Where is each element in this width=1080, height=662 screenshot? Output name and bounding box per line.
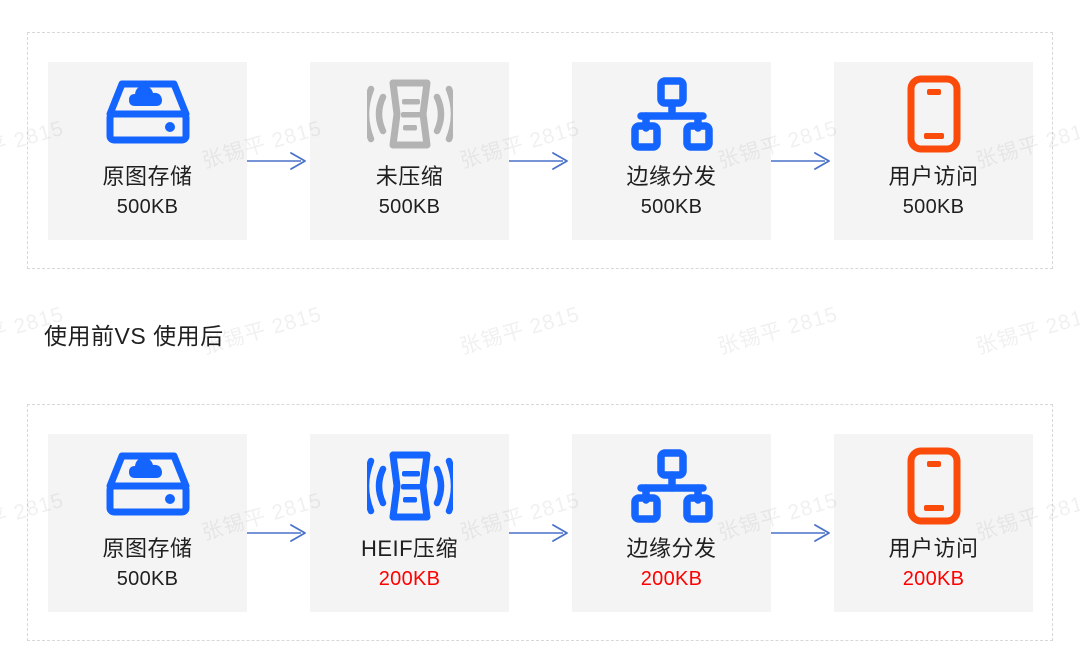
stage-card-before-1: 未压缩 500KB (310, 62, 509, 240)
stage-title: 边缘分发 (626, 536, 717, 561)
stage-card-before-0: 原图存储 500KB (48, 62, 247, 240)
stage-card-after-0: 原图存储 500KB (48, 434, 247, 612)
stage-size: 500KB (902, 196, 965, 218)
stage-title: 边缘分发 (626, 164, 717, 189)
compression-document-icon (366, 66, 453, 162)
stage-size: 500KB (116, 196, 179, 218)
flow-arrow (771, 150, 833, 172)
stage-size: 200KB (378, 568, 441, 590)
stage-card-before-2: 边缘分发 500KB (572, 62, 771, 240)
stage-title: 原图存储 (102, 536, 193, 561)
stage-size: 200KB (902, 568, 965, 590)
stage-card-after-3: 用户访问 200KB (834, 434, 1033, 612)
flow-panel-before: 原图存储 500KB 未压缩 500KB 边缘分发 500KB (27, 32, 1053, 269)
flow-arrow (247, 150, 309, 172)
flow-panel-after: 原图存储 500KB HEIF压缩 200KB 边缘分发 200KB (27, 404, 1053, 641)
stage-title: 用户访问 (888, 536, 979, 561)
flow-arrow (247, 522, 309, 544)
compression-document-icon (366, 438, 453, 534)
network-distribution-icon (629, 66, 715, 162)
comparison-caption: 使用前VS 使用后 (44, 323, 224, 349)
stage-title: 未压缩 (375, 164, 444, 189)
stage-title: HEIF压缩 (360, 536, 459, 561)
stage-title: 原图存储 (102, 164, 193, 189)
flow-arrow (509, 150, 571, 172)
cloud-storage-icon (102, 438, 194, 534)
stage-card-after-1: HEIF压缩 200KB (310, 434, 509, 612)
cloud-storage-icon (102, 66, 194, 162)
flow-row-after: 原图存储 500KB HEIF压缩 200KB 边缘分发 200KB (28, 405, 1052, 640)
flow-row-before: 原图存储 500KB 未压缩 500KB 边缘分发 500KB (28, 33, 1052, 268)
network-distribution-icon (629, 438, 715, 534)
stage-size: 500KB (116, 568, 179, 590)
mobile-phone-icon (906, 438, 962, 534)
stage-card-before-3: 用户访问 500KB (834, 62, 1033, 240)
mobile-phone-icon (906, 66, 962, 162)
stage-size: 500KB (640, 196, 703, 218)
stage-card-after-2: 边缘分发 200KB (572, 434, 771, 612)
stage-size: 500KB (378, 196, 441, 218)
stage-title: 用户访问 (888, 164, 979, 189)
flow-arrow (509, 522, 571, 544)
stage-size: 200KB (640, 568, 703, 590)
flow-arrow (771, 522, 833, 544)
